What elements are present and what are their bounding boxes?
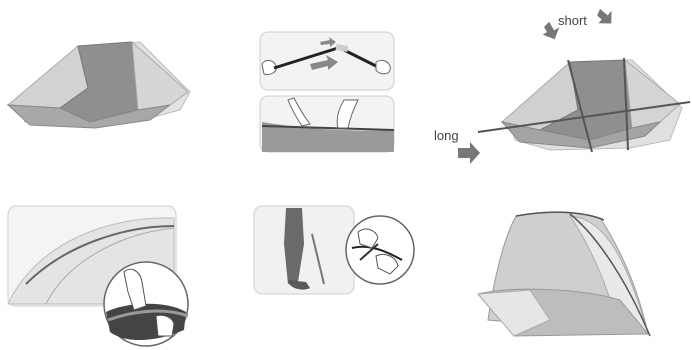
step3-tent-illustration bbox=[420, 0, 692, 175]
peg-frame bbox=[254, 206, 354, 294]
short-label: short bbox=[558, 13, 587, 28]
step6-panel bbox=[470, 208, 670, 348]
step3-panel: short long bbox=[420, 0, 692, 175]
step1-tent-illustration bbox=[0, 0, 200, 160]
step5-panel bbox=[252, 204, 422, 304]
step2-illustration bbox=[258, 30, 398, 155]
arrow-short-right-icon bbox=[592, 4, 617, 29]
step4-panel bbox=[6, 204, 196, 350]
hand-right-icon bbox=[376, 60, 390, 73]
step1-panel bbox=[0, 0, 200, 160]
step5-illustration bbox=[252, 204, 422, 304]
step6-shelter-illustration bbox=[470, 208, 670, 348]
step4-illustration bbox=[6, 204, 196, 350]
step2-panel bbox=[258, 30, 398, 155]
long-label: long bbox=[434, 128, 459, 143]
arrow-long-icon bbox=[458, 142, 480, 164]
